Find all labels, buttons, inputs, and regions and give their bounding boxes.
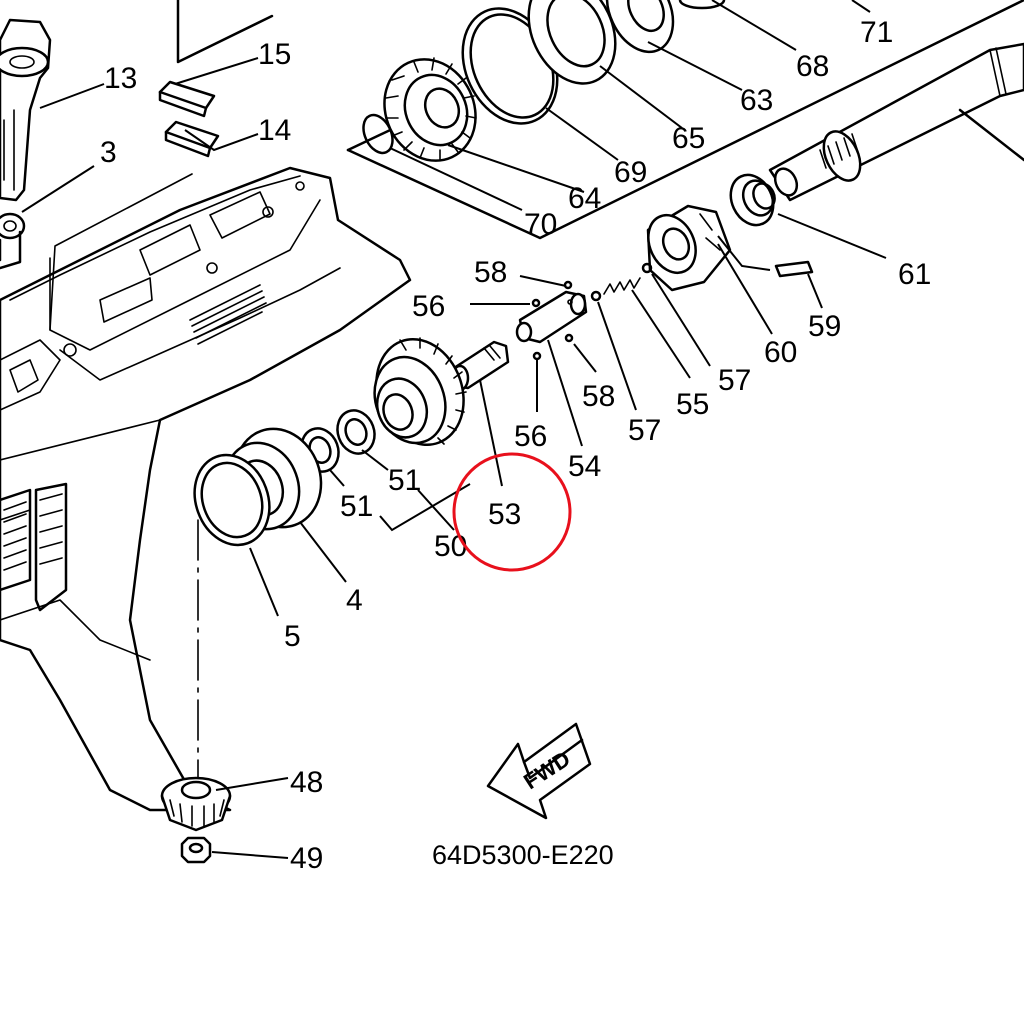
key-part-14 bbox=[164, 120, 220, 158]
label-part-5: 5 bbox=[284, 620, 301, 653]
reverse-gear-part-50 bbox=[373, 337, 467, 446]
drive-housing-part-13 bbox=[0, 18, 52, 202]
ball-part-57-upper bbox=[641, 262, 653, 274]
label-part-57-lower: 57 bbox=[628, 414, 661, 447]
label-part-60: 60 bbox=[764, 336, 797, 369]
label-part-65: 65 bbox=[672, 122, 705, 155]
needle-bearing-part-51-rear bbox=[336, 409, 376, 455]
label-part-64: 64 bbox=[568, 182, 601, 215]
label-part-56-lower: 56 bbox=[514, 420, 547, 453]
label-part-55: 55 bbox=[676, 388, 709, 421]
label-part-68: 68 bbox=[796, 50, 829, 83]
label-part-70: 70 bbox=[524, 208, 557, 241]
propeller-shaft bbox=[768, 42, 1024, 202]
bushing-part-3 bbox=[0, 212, 26, 270]
label-part-58-lower: 58 bbox=[582, 380, 615, 413]
label-part-57-upper: 57 bbox=[718, 364, 751, 397]
label-part-59: 59 bbox=[808, 310, 841, 343]
label-part-56-upper: 56 bbox=[412, 290, 445, 323]
label-part-61: 61 bbox=[898, 258, 931, 291]
part-labels: 71 68 63 65 69 64 70 15 14 13 3 58 56 58… bbox=[100, 16, 931, 875]
leader-lines bbox=[21, 0, 887, 859]
drawing-code: 64D5300-E220 bbox=[432, 840, 614, 870]
label-part-69: 69 bbox=[614, 156, 647, 189]
ball-part-57-lower bbox=[590, 290, 602, 302]
label-part-54: 54 bbox=[568, 450, 601, 483]
label-part-50: 50 bbox=[434, 530, 467, 563]
label-part-4: 4 bbox=[346, 584, 363, 617]
bevel-gear-part-64 bbox=[383, 57, 477, 162]
label-part-51-left: 51 bbox=[340, 490, 373, 523]
top-left-bracket bbox=[176, 0, 274, 64]
spring-part-61 bbox=[729, 173, 776, 227]
label-part-49: 49 bbox=[290, 842, 323, 875]
cross-pin-part-59 bbox=[774, 260, 814, 278]
bearing-part-63 bbox=[605, 0, 726, 54]
lower-casing bbox=[0, 166, 412, 812]
pinion-gear-part-48 bbox=[160, 776, 232, 832]
dog-clutch-part-60 bbox=[646, 204, 732, 292]
label-part-15: 15 bbox=[258, 38, 291, 71]
shift-plunger-part-54 bbox=[515, 290, 588, 344]
spring-part-55 bbox=[603, 277, 641, 295]
key-part-15 bbox=[158, 80, 216, 118]
label-part-14: 14 bbox=[258, 114, 291, 147]
shim-part-5 bbox=[193, 453, 271, 547]
label-part-48: 48 bbox=[290, 766, 323, 799]
nut-part-49 bbox=[180, 836, 212, 864]
pin-part-58-lower bbox=[564, 333, 574, 343]
pin-part-56-upper bbox=[531, 298, 541, 308]
fwd-arrow: FWD bbox=[486, 722, 592, 820]
label-part-63: 63 bbox=[740, 84, 773, 117]
label-part-51-right: 51 bbox=[388, 464, 421, 497]
label-part-13: 13 bbox=[104, 62, 137, 95]
label-part-71: 71 bbox=[860, 16, 893, 49]
label-part-53: 53 bbox=[488, 498, 521, 531]
pin-part-56-lower bbox=[532, 351, 542, 361]
highlight-circle-part-53 bbox=[452, 452, 572, 572]
label-part-3: 3 bbox=[100, 136, 117, 169]
label-part-58-upper: 58 bbox=[474, 256, 507, 289]
